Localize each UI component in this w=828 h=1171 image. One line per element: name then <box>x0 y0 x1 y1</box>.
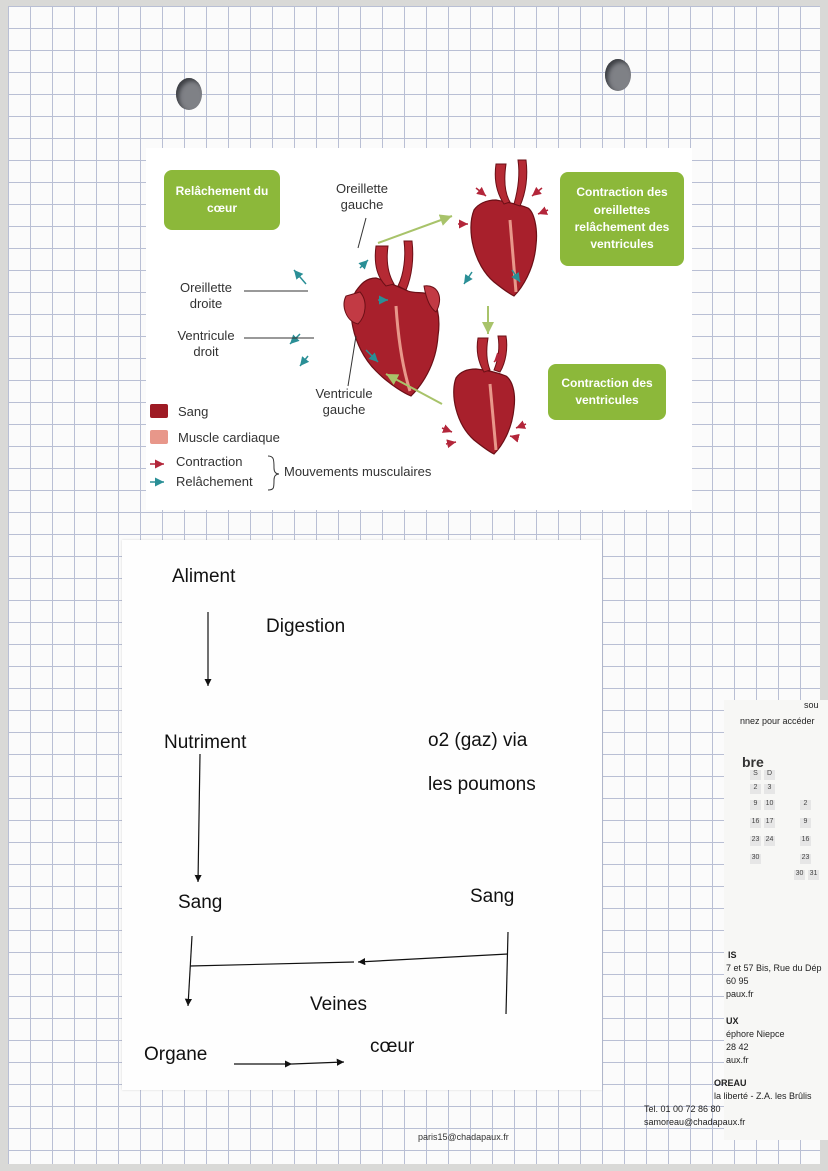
calendar-cell: 30 <box>750 854 761 864</box>
background-email: paris15@chadapaux.fr <box>418 1132 509 1142</box>
note-o2-line2: les poumons <box>428 774 536 795</box>
calendar-cell: 17 <box>764 818 775 828</box>
tag-ventricles-contraction: Contraction des ventricules <box>548 364 666 420</box>
flyer-text: IS <box>728 950 737 960</box>
heart-cycle-figure: Relâchement du cœur Contraction des orei… <box>146 148 692 510</box>
flyer-text: samoreau@chadapaux.fr <box>644 1117 746 1127</box>
calendar-cell: 16 <box>750 818 761 828</box>
calendar-cell: 30 <box>794 870 805 880</box>
binder-hole <box>176 78 202 110</box>
flyer-text: sou <box>804 700 819 710</box>
flyer-text: éphore Niepce <box>726 1029 785 1039</box>
legend-muscular-movements: Mouvements musculaires <box>284 464 432 479</box>
flyer-text: aux.fr <box>726 1055 749 1065</box>
flyer-text: paux.fr <box>726 989 754 999</box>
note-organe: Organe <box>144 1044 208 1065</box>
calendar-cell: 24 <box>764 836 775 846</box>
label-right-atrium: Oreillette droite <box>179 280 233 312</box>
flyer-text: 60 95 <box>726 976 749 986</box>
notes-card: Aliment Digestion Nutriment o2 (gaz) via… <box>122 540 602 1090</box>
label-left-ventricle: Ventricule gauche <box>315 386 373 418</box>
calendar-cell: 16 <box>800 836 811 846</box>
calendar-cell: 10 <box>764 800 775 810</box>
binder-hole <box>605 59 631 91</box>
flyer-text: UX <box>726 1016 739 1026</box>
background-flyer: sou nnez pour accéder IS 7 et 57 Bis, Ru… <box>644 700 828 1140</box>
flyer-text: 28 42 <box>726 1042 749 1052</box>
label-left-atrium: Oreillette gauche <box>335 181 389 213</box>
flyer-text: Tel. 01 00 72 86 80 <box>644 1104 721 1114</box>
heart-atria-contract <box>470 159 538 297</box>
notes-arrows-svg <box>184 612 509 1068</box>
note-sang-right: Sang <box>470 886 515 907</box>
tag-heart-relaxation: Relâchement du cœur <box>164 170 280 230</box>
legend-contraction: Contraction <box>176 454 243 469</box>
calendar-cell: 9 <box>750 800 761 810</box>
note-nutriment: Nutriment <box>164 732 247 753</box>
calendar-cell: 23 <box>750 836 761 846</box>
calendar-fragment: bre S D 2 3 9 10 16 17 23 24 30 2 9 16 2… <box>732 754 828 886</box>
calendar-cell: 9 <box>800 818 811 828</box>
calendar-cell: 2 <box>750 784 761 794</box>
calendar-cell: S <box>750 770 761 780</box>
legend-swatch-muscle <box>150 430 168 444</box>
flyer-text: la liberté - Z.A. les Brûlis <box>714 1091 812 1101</box>
flyer-text: OREAU <box>714 1078 747 1088</box>
calendar-month: bre <box>742 754 764 770</box>
heart-relaxed <box>343 240 440 397</box>
flyer-text: 7 et 57 Bis, Rue du Dép <box>726 963 822 973</box>
flyer-text: nnez pour accéder <box>740 716 815 726</box>
legend-blood: Sang <box>178 404 209 419</box>
note-sang-left: Sang <box>178 892 223 913</box>
note-o2-line1: o2 (gaz) via <box>428 730 528 751</box>
tag-atria-contraction: Contraction des oreillettes relâchement … <box>560 172 684 266</box>
calendar-cell: 3 <box>764 784 775 794</box>
heart-ventricles-contract <box>453 335 516 455</box>
calendar-cell: D <box>764 770 775 780</box>
legend-swatch-blood <box>150 404 168 418</box>
legend-muscle: Muscle cardiaque <box>178 430 280 445</box>
note-aliment: Aliment <box>172 566 236 587</box>
calendar-cell: 2 <box>800 800 811 810</box>
note-coeur: cœur <box>370 1036 415 1057</box>
note-digestion: Digestion <box>266 616 346 637</box>
heart-diagram-svg <box>150 159 549 491</box>
calendar-cell: 23 <box>800 854 811 864</box>
note-veines: Veines <box>310 994 368 1015</box>
label-right-ventricle: Ventricule droit <box>177 328 235 360</box>
legend-relaxation: Relâchement <box>176 474 253 489</box>
calendar-cell: 31 <box>808 870 819 880</box>
